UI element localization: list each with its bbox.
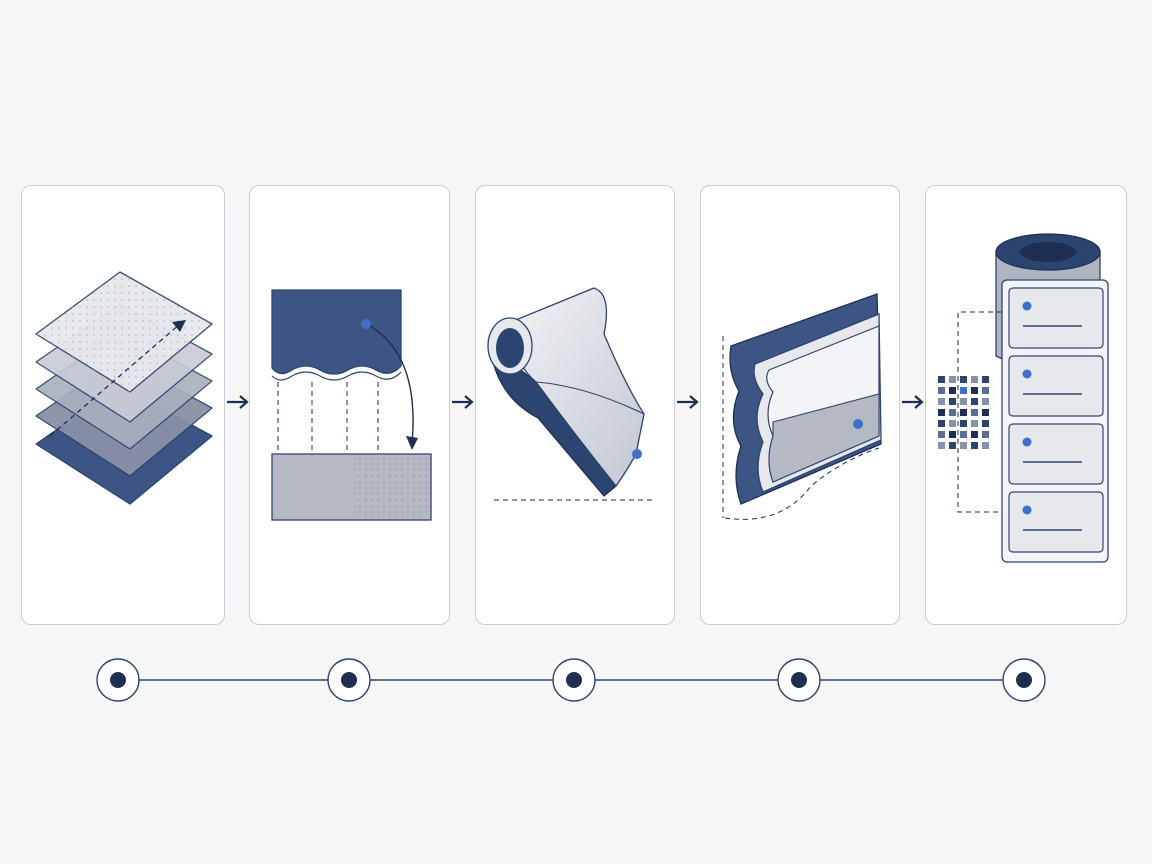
- stacked-layers-illustration: [35, 271, 213, 505]
- roll-surface: [505, 287, 645, 488]
- arrow-head-icon: [172, 320, 186, 332]
- timeline-marker-4: [777, 658, 821, 702]
- module-card-1: [1008, 287, 1104, 349]
- module-card-2: [1008, 355, 1104, 417]
- curved-roll-illustration: [487, 287, 656, 501]
- edge-profile-illustration: [722, 293, 882, 520]
- step-panel-1: [21, 185, 225, 625]
- timeline-marker-3: [552, 658, 596, 702]
- right-arrow-icon: [901, 392, 927, 417]
- cylinder-modules-illustration: [938, 233, 1109, 563]
- sheet-transfer-illustration: [271, 289, 432, 521]
- module-card-3: [1008, 423, 1104, 485]
- step-panel-4: [700, 185, 900, 625]
- dashed-diagonal: [49, 323, 181, 437]
- timeline: [96, 658, 1046, 702]
- accent-dot: [853, 419, 863, 429]
- step-panel-3: [475, 185, 675, 625]
- step-panel-2: [249, 185, 450, 625]
- timeline-marker-2: [327, 658, 371, 702]
- step-panel-5: [925, 185, 1127, 625]
- accent-dot: [632, 449, 642, 459]
- right-arrow-icon: [451, 392, 477, 417]
- timeline-marker-1: [96, 658, 140, 702]
- transfer-arrow: [369, 325, 414, 445]
- right-arrow-icon: [226, 392, 252, 417]
- pixel-grid: [938, 376, 989, 449]
- module-list: [1008, 287, 1104, 553]
- right-arrow-icon: [676, 392, 702, 417]
- top-sheet: [271, 289, 402, 375]
- timeline-marker-5: [1002, 658, 1046, 702]
- module-card-4: [1008, 491, 1104, 553]
- profile-lower-band: [768, 393, 880, 483]
- accent-dot: [361, 319, 371, 329]
